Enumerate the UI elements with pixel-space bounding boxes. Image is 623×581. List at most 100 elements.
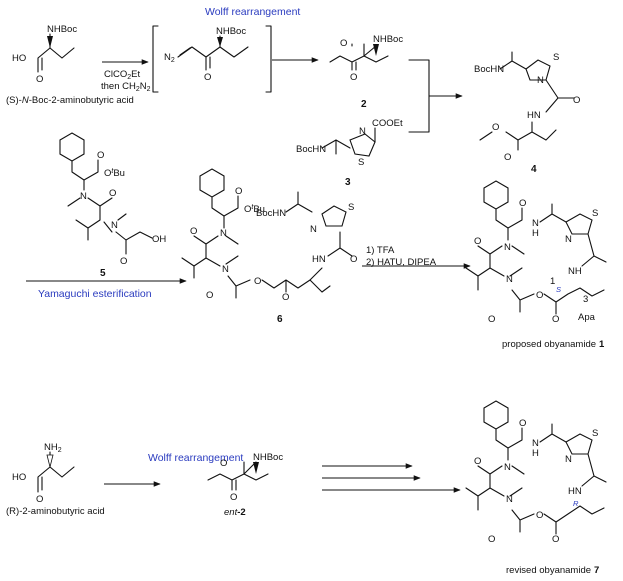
svg-text:O: O bbox=[536, 510, 543, 521]
svg-text:3: 3 bbox=[583, 294, 588, 305]
stereo-r-label: R bbox=[573, 499, 579, 508]
proposed-1-structure: O N H S N NH N O N O O S 1 3 O Apa bbox=[465, 180, 607, 325]
svg-text:O: O bbox=[536, 290, 543, 301]
svg-text:N: N bbox=[532, 438, 539, 449]
compound-4-number: 4 bbox=[531, 164, 537, 175]
svg-text:O: O bbox=[488, 534, 495, 545]
svg-text:N: N bbox=[222, 264, 229, 275]
svg-text:OtBu: OtBu bbox=[244, 204, 265, 215]
svg-text:HN: HN bbox=[527, 110, 541, 121]
nhboc-label: NHBoc bbox=[47, 24, 77, 35]
svg-text:O: O bbox=[36, 494, 43, 505]
carbonyl-o-label: O bbox=[36, 74, 43, 85]
r-acid-name: (R)-2-aminobutyric acid bbox=[6, 506, 105, 517]
svg-text:O: O bbox=[504, 152, 511, 163]
diazoketone-structure: N2 NHBoc O bbox=[164, 26, 249, 83]
svg-text:O: O bbox=[190, 226, 197, 237]
svg-text:O: O bbox=[220, 458, 227, 469]
amide-4-structure: BocHN N S O HN O O bbox=[474, 51, 580, 163]
seco-6-structure: OtBu O N O N O O O HN O N S BocHN bbox=[181, 168, 357, 303]
svg-text:S: S bbox=[592, 208, 598, 219]
svg-text:H: H bbox=[532, 448, 539, 459]
svg-text:N: N bbox=[504, 462, 511, 473]
svg-text:O: O bbox=[573, 95, 580, 106]
wolff-label-bottom: Wolff rearrangement bbox=[148, 452, 243, 464]
ester-2-structure: O O NHBoc bbox=[329, 34, 403, 83]
svg-text:O: O bbox=[109, 188, 116, 199]
yamaguchi-label: Yamaguchi esterification bbox=[38, 288, 152, 300]
svg-text:S: S bbox=[348, 202, 354, 213]
svg-text:O: O bbox=[552, 534, 559, 545]
svg-text:S: S bbox=[592, 428, 598, 439]
reagent-hatu: 2) HATU, DIPEA bbox=[366, 257, 437, 268]
svg-text:O: O bbox=[235, 186, 242, 197]
svg-text:O: O bbox=[282, 292, 289, 303]
apa-label: Apa bbox=[578, 312, 596, 323]
svg-text:N: N bbox=[111, 220, 118, 231]
svg-text:NHBoc: NHBoc bbox=[216, 26, 246, 37]
svg-text:S: S bbox=[358, 157, 364, 168]
start-acid-name: (S)-N-Boc-2-aminobutyric acid bbox=[6, 95, 134, 106]
compound-3-number: 3 bbox=[345, 177, 351, 188]
svg-text:NHBoc: NHBoc bbox=[373, 34, 403, 45]
svg-text:N: N bbox=[565, 234, 572, 245]
svg-text:O: O bbox=[340, 38, 347, 49]
ent-2-structure: O O NHBoc bbox=[207, 452, 283, 503]
svg-text:BocHN: BocHN bbox=[474, 64, 504, 75]
svg-text:O: O bbox=[254, 276, 261, 287]
svg-text:N: N bbox=[310, 224, 317, 235]
svg-text:O: O bbox=[552, 314, 559, 325]
tripeptide-5-structure: O OtBu N O N OH O bbox=[59, 132, 166, 267]
svg-text:N: N bbox=[80, 191, 87, 202]
svg-text:O: O bbox=[492, 122, 499, 133]
svg-text:O: O bbox=[206, 290, 213, 301]
combine-bracket bbox=[408, 59, 430, 133]
compound-2-number: 2 bbox=[361, 99, 367, 110]
svg-text:O: O bbox=[97, 150, 104, 161]
compound-6-number: 6 bbox=[277, 314, 283, 325]
reagent-tfa: 1) TFA bbox=[366, 245, 395, 256]
n2-label: N2 bbox=[164, 52, 175, 64]
wolff-label-top: Wolff rearrangement bbox=[205, 6, 300, 18]
compound-5-number: 5 bbox=[100, 268, 106, 279]
svg-text:N: N bbox=[220, 228, 227, 239]
svg-text:HO: HO bbox=[12, 472, 26, 483]
svg-text:O: O bbox=[488, 314, 495, 325]
svg-text:NH: NH bbox=[568, 266, 582, 277]
svg-text:NHBoc: NHBoc bbox=[253, 452, 283, 463]
svg-text:OH: OH bbox=[152, 234, 166, 245]
reagent-clco2et: ClCO2Et bbox=[104, 69, 140, 81]
svg-text:BocHN: BocHN bbox=[296, 144, 326, 155]
svg-text:N: N bbox=[504, 242, 511, 253]
svg-text:S: S bbox=[553, 52, 559, 63]
svg-text:N: N bbox=[532, 218, 539, 229]
svg-text:O: O bbox=[204, 72, 211, 83]
ho-label: HO bbox=[12, 53, 26, 64]
revised-7-structure: O N H S N HN N O N O O R O bbox=[465, 400, 607, 545]
svg-text:N: N bbox=[506, 274, 513, 285]
svg-text:NH2: NH2 bbox=[44, 442, 62, 454]
cooet-label: COOEt bbox=[372, 118, 403, 129]
svg-text:BocHN: BocHN bbox=[256, 208, 286, 219]
svg-text:H: H bbox=[532, 228, 539, 239]
svg-text:HN: HN bbox=[568, 486, 582, 497]
svg-text:N: N bbox=[359, 126, 366, 137]
svg-text:N: N bbox=[537, 75, 544, 86]
svg-text:O: O bbox=[474, 236, 481, 247]
svg-text:O: O bbox=[519, 418, 526, 429]
svg-text:O: O bbox=[230, 492, 237, 503]
stereo-s-label: S bbox=[556, 285, 561, 294]
svg-text:O: O bbox=[474, 456, 481, 467]
svg-text:O: O bbox=[519, 198, 526, 209]
thiazole-3-structure: BocHN N S COOEt bbox=[296, 118, 403, 168]
svg-text:O: O bbox=[350, 254, 357, 265]
svg-text:O: O bbox=[120, 256, 127, 267]
svg-text:HN: HN bbox=[312, 254, 326, 265]
start-acid-structure: NHBoc HO O bbox=[12, 24, 77, 85]
svg-text:N: N bbox=[565, 454, 572, 465]
otbu-label-5: OtBu bbox=[104, 168, 125, 179]
ent-2-label: ent-2 bbox=[224, 507, 246, 518]
svg-text:N: N bbox=[506, 494, 513, 505]
